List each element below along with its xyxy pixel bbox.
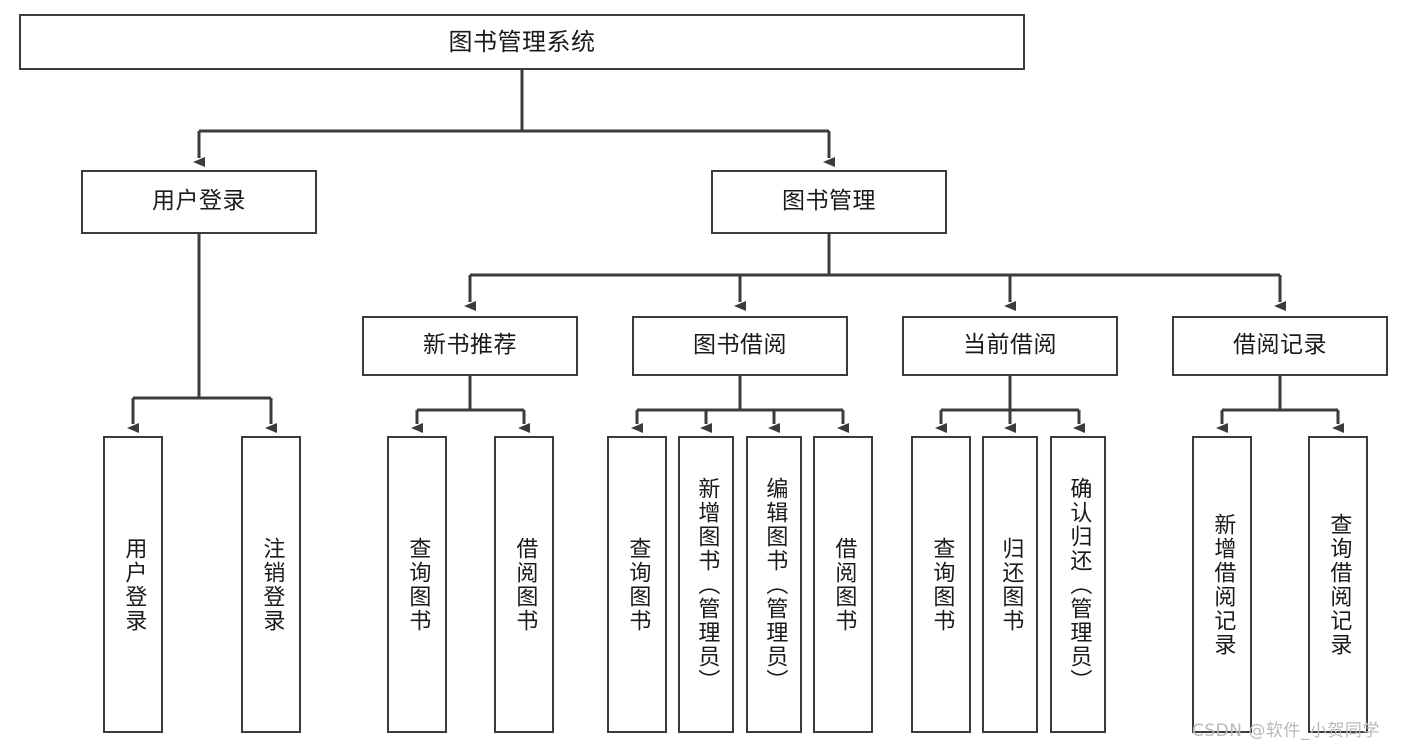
node-label: 新增借阅记录 (1210, 512, 1236, 657)
node-user-login[interactable]: 用户登录 (81, 170, 317, 234)
node-label: 查询图书 (625, 536, 651, 633)
node-leaf-add-book-admin[interactable]: 新增图书（管理员） (678, 436, 734, 733)
node-leaf-return-book[interactable]: 归还图书 (982, 436, 1038, 733)
node-leaf-user-login[interactable]: 用户登录 (103, 436, 163, 733)
node-label: 借阅图书 (512, 536, 538, 633)
node-label: 用户登录 (152, 188, 246, 215)
node-label: 借阅记录 (1233, 332, 1327, 359)
node-label: 当前借阅 (963, 332, 1057, 359)
node-leaf-add-borrow-record[interactable]: 新增借阅记录 (1192, 436, 1252, 733)
node-label: 图书管理 (782, 188, 876, 215)
node-label: 图书借阅 (693, 332, 787, 359)
node-leaf-edit-book-admin[interactable]: 编辑图书（管理员） (746, 436, 802, 733)
node-leaf-confirm-return-admin[interactable]: 确认归还（管理员） (1050, 436, 1106, 733)
node-label: 确认归还（管理员） (1066, 476, 1092, 693)
node-leaf-query-book-rec[interactable]: 查询图书 (387, 436, 447, 733)
node-new-book-recommendation[interactable]: 新书推荐 (362, 316, 578, 376)
node-label: 编辑图书（管理员） (762, 476, 788, 693)
node-leaf-query-book-borrow[interactable]: 查询图书 (607, 436, 667, 733)
node-label: 查询图书 (929, 536, 955, 633)
node-leaf-query-book-current[interactable]: 查询图书 (911, 436, 971, 733)
node-leaf-borrow-book-rec[interactable]: 借阅图书 (494, 436, 554, 733)
node-leaf-logout[interactable]: 注销登录 (241, 436, 301, 733)
node-book-management[interactable]: 图书管理 (711, 170, 947, 234)
node-leaf-borrow-book[interactable]: 借阅图书 (813, 436, 873, 733)
node-root-system[interactable]: 图书管理系统 (19, 14, 1025, 70)
node-label: 查询借阅记录 (1326, 512, 1352, 657)
node-label: 新增图书（管理员） (694, 476, 720, 693)
node-label: 用户登录 (121, 536, 147, 633)
node-label: 归还图书 (998, 536, 1024, 633)
node-label: 借阅图书 (831, 536, 857, 633)
node-leaf-query-borrow-record[interactable]: 查询借阅记录 (1308, 436, 1368, 733)
node-label: 图书管理系统 (448, 27, 596, 56)
node-label: 注销登录 (259, 536, 285, 633)
node-label: 查询图书 (405, 536, 431, 633)
watermark-text: CSDN @软件_小贺同学 (1192, 721, 1380, 741)
node-borrow-records[interactable]: 借阅记录 (1172, 316, 1388, 376)
node-book-borrow[interactable]: 图书借阅 (632, 316, 848, 376)
node-label: 新书推荐 (423, 332, 517, 359)
node-current-borrow[interactable]: 当前借阅 (902, 316, 1118, 376)
